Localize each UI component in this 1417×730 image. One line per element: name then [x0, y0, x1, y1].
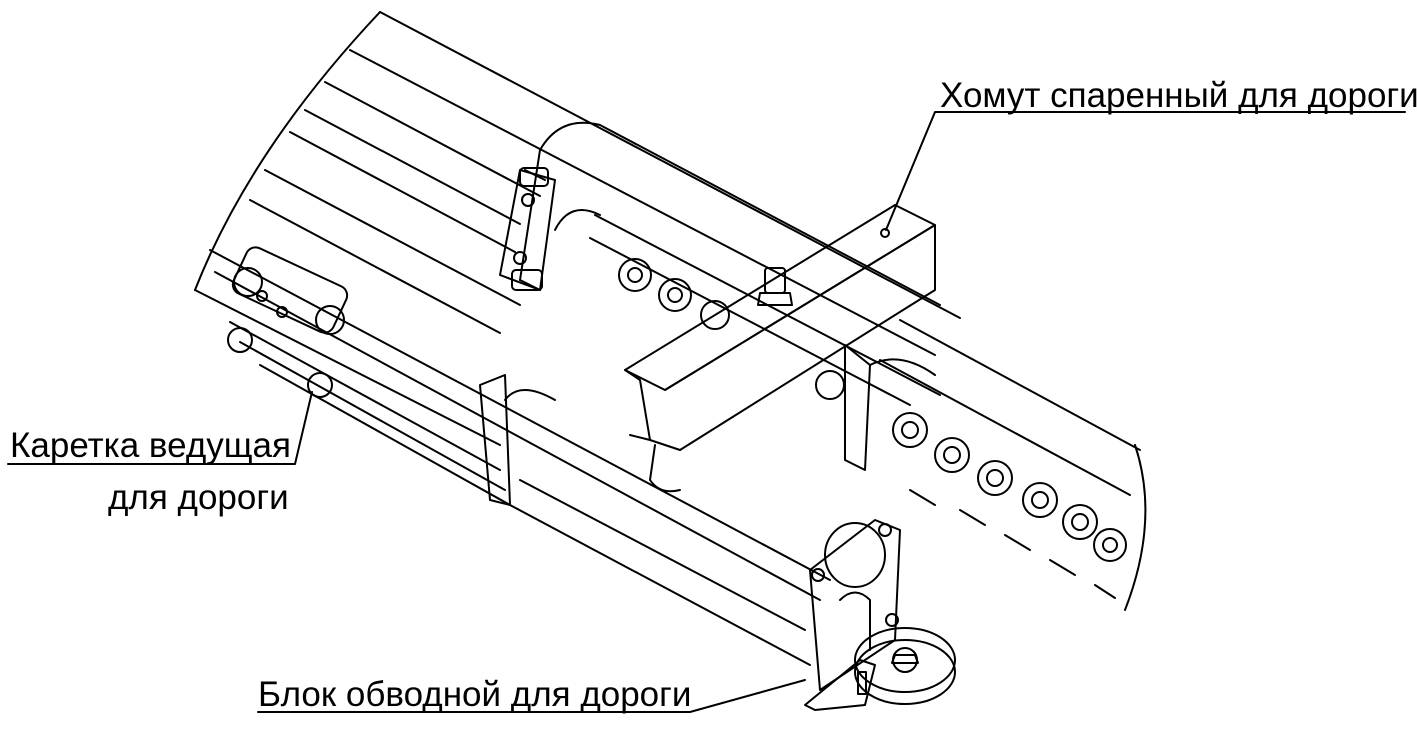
upper-rail — [249, 11, 961, 406]
label-drive-carriage-line1: Каретка ведущая — [10, 426, 291, 465]
lower-clamp-sleeve — [479, 374, 901, 691]
rail-cut-arc-inner — [1124, 444, 1147, 611]
drive-carriage — [227, 246, 349, 398]
twin-clamp-crossbar — [624, 204, 936, 493]
middle-clamp-plate — [844, 344, 936, 471]
lower-rail — [194, 249, 1141, 666]
upper-roller-chain — [618, 258, 845, 400]
label-return-pulley: Блок обводной для дороги — [258, 675, 692, 714]
label-twin-clamp: Хомут спаренный для дороги — [940, 76, 1417, 115]
rail-cut-arc-outer — [194, 11, 381, 291]
leader-carriage — [7, 391, 313, 465]
leader-clamp — [885, 111, 1406, 231]
leader-pulley — [257, 679, 806, 713]
lower-roller-chain — [892, 412, 1127, 562]
return-pulley-block — [804, 627, 956, 711]
upper-clamp-sleeve — [499, 121, 941, 306]
label-drive-carriage-line2: для дороги — [108, 478, 289, 517]
rail-teeth — [909, 489, 1116, 599]
